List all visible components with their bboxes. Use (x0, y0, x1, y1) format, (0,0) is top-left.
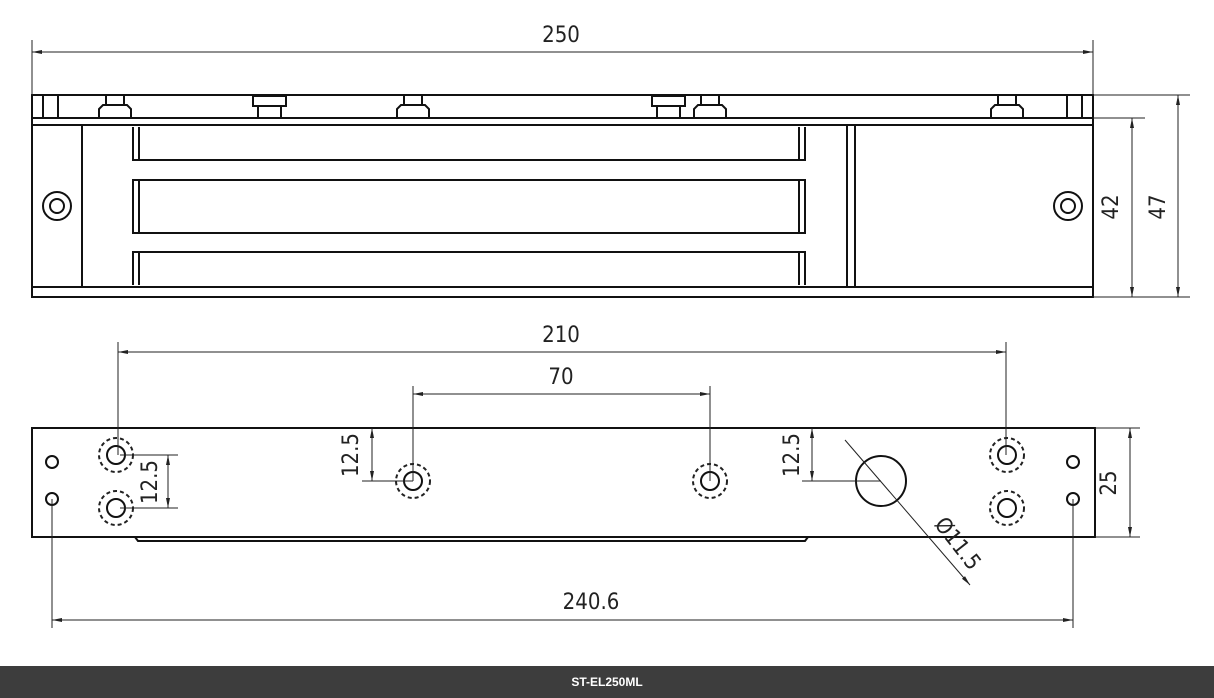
mount-hole-icon (45, 455, 59, 469)
dim-overall-length: 250 (542, 23, 580, 48)
top-dimensions: 250 42 47 (31, 23, 1190, 298)
dim-left-hole-pitch: 12.5 (138, 460, 163, 504)
dim-inner-height: 42 (1099, 194, 1124, 219)
dim-overall-height: 47 (1146, 194, 1171, 219)
screw-icon (1053, 191, 1083, 221)
model-label: ST-EL250ML (571, 675, 643, 689)
mount-hole-icon (1066, 455, 1080, 469)
dim-width: 25 (1097, 470, 1122, 495)
dim-center-hole-offset: 12.5 (339, 433, 364, 477)
dim-cable-hole-offset: 12.5 (780, 433, 805, 477)
footer-bar: ST-EL250ML (0, 666, 1214, 698)
screw-icon (42, 191, 72, 221)
bottom-dimensions: 210 70 240.6 25 12.5 12.5 12.5 Ø11.5 (51, 323, 1140, 628)
coil-slots (132, 127, 806, 285)
technical-drawing: 250 42 47 210 70 240.6 (31, 23, 1190, 628)
dim-cable-hole-diameter: Ø11.5 (929, 513, 985, 575)
dim-base-length: 240.6 (563, 590, 620, 615)
top-view (31, 94, 1094, 298)
dim-center-hole-span: 70 (548, 365, 573, 390)
studs (98, 95, 1024, 118)
countersunk-holes (98, 437, 1025, 526)
dim-hole-span: 210 (542, 323, 580, 348)
